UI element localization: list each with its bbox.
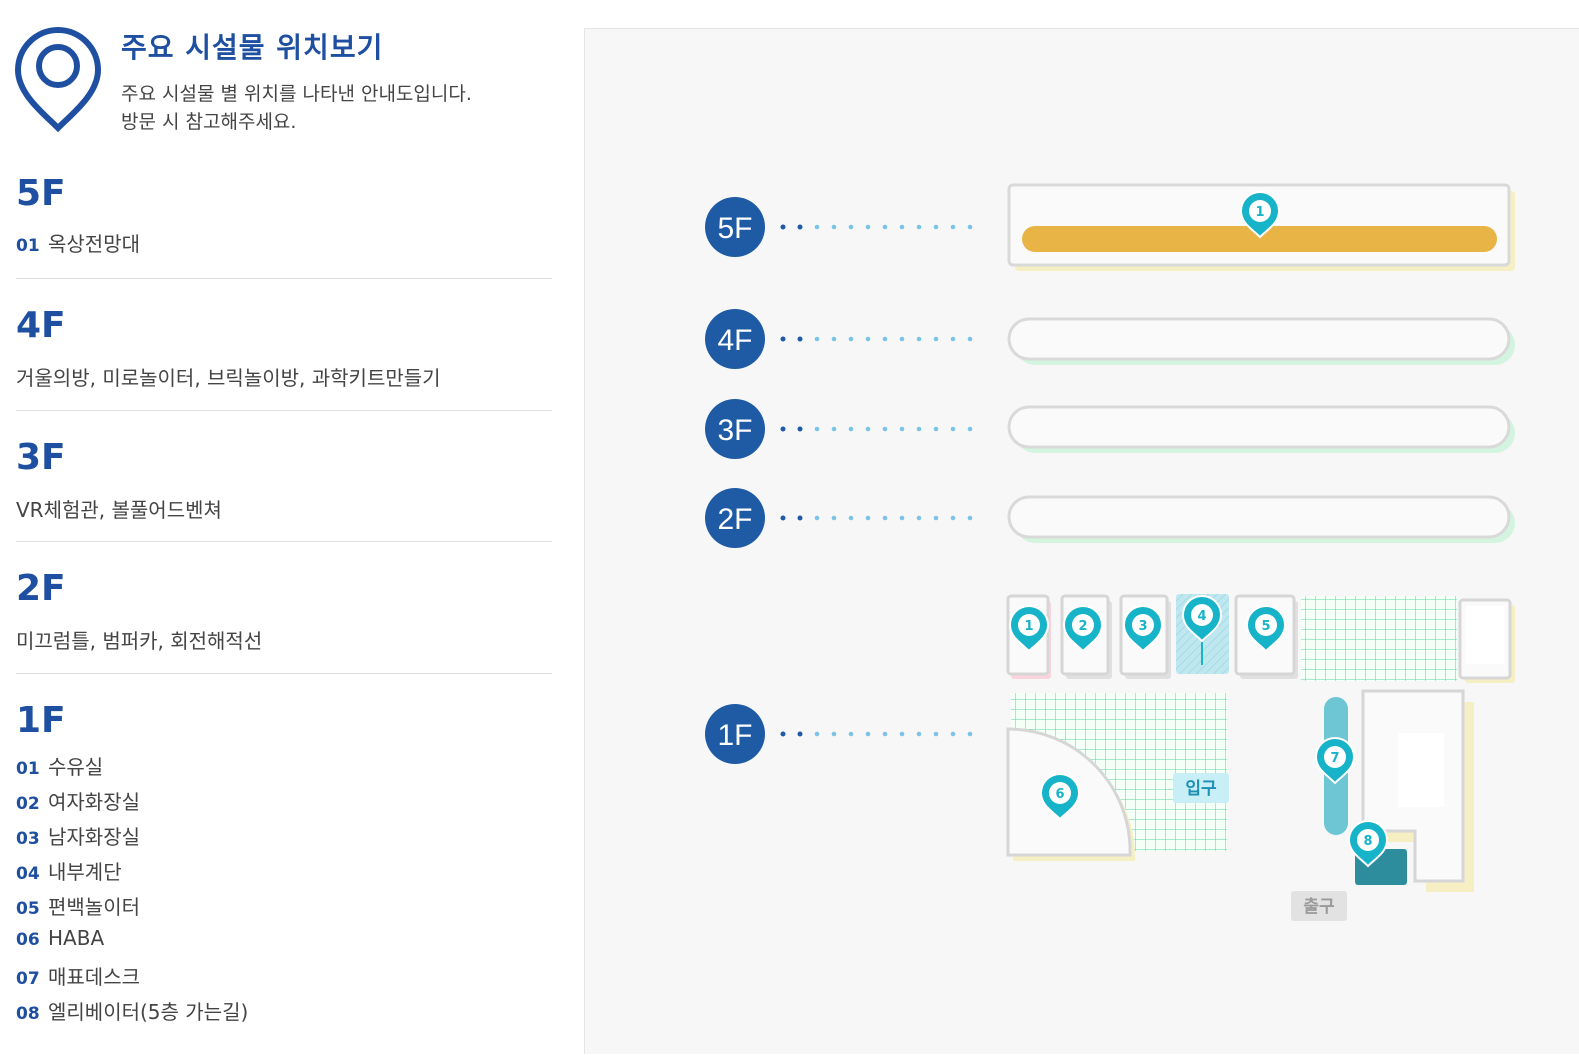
item-name: 편백놀이터 — [48, 895, 140, 919]
floor-facilities: 미끄럼틀, 범퍼카, 회전해적선 — [16, 629, 263, 653]
item-name: 옥상전망대 — [48, 232, 140, 256]
map-pin-1f-2[interactable]: 2 — [1062, 605, 1104, 653]
list-item: 05 편백놀이터 — [16, 891, 552, 926]
svg-text:4: 4 — [1197, 609, 1206, 624]
svg-text:4F: 4F — [717, 324, 752, 357]
svg-text:2: 2 — [1078, 619, 1087, 634]
svg-text:2F: 2F — [717, 503, 752, 536]
item-number: 01 — [16, 236, 40, 256]
svg-text:8: 8 — [1363, 834, 1372, 849]
floor-badge-1f: 1F — [705, 704, 765, 764]
map-pin-1f-6[interactable]: 6 — [1039, 773, 1081, 821]
exit-label: 출구 — [1303, 897, 1335, 917]
map-pin-5f-1[interactable]: 1 — [1239, 191, 1281, 239]
svg-text:1: 1 — [1255, 205, 1264, 220]
observatory-area — [1022, 226, 1497, 252]
item-number: 03 — [16, 829, 40, 849]
page-title: 주요 시설물 위치보기 — [121, 31, 384, 64]
list-item: 07 매표데스크 — [16, 961, 552, 996]
item-number: 08 — [16, 1004, 40, 1024]
item-name: 수유실 — [48, 755, 104, 779]
description-line: 주요 시설물 별 위치를 나타낸 안내도입니다. — [121, 83, 472, 105]
location-pin-icon — [14, 26, 102, 132]
list-item: 06 HABA — [16, 926, 552, 961]
item-name: 남자화장실 — [48, 825, 140, 849]
floor-plate-2f — [1007, 495, 1515, 543]
floor-badge-3f: 3F — [705, 399, 765, 459]
floor-section-5f: 5F 01 옥상전망대 — [16, 174, 552, 263]
floor-heading: 3F — [16, 437, 66, 478]
map-pin-1f-3[interactable]: 3 — [1122, 605, 1164, 653]
floor-section-4f: 4F 거울의방, 미로놀이터, 브릭놀이방, 과학키트만들기 — [16, 306, 552, 391]
svg-text:7: 7 — [1330, 751, 1339, 766]
svg-text:5F: 5F — [717, 212, 752, 245]
floor-heading: 4F — [16, 305, 66, 346]
floor-badge-5f: 5F — [705, 197, 765, 257]
entrance-label: 입구 — [1185, 779, 1217, 799]
divider — [16, 278, 552, 279]
item-name: 매표데스크 — [48, 965, 140, 989]
floor-heading: 1F — [16, 700, 66, 741]
item-number: 07 — [16, 969, 40, 989]
list-item: 03 남자화장실 — [16, 821, 552, 856]
list-item: 01 수유실 — [16, 751, 552, 786]
floor-section-3f: 3F VR체험관, 볼풀어드벤쳐 — [16, 438, 552, 523]
item-name: HABA — [48, 926, 105, 950]
svg-text:1: 1 — [1024, 619, 1033, 634]
list-item: 08 엘리베이터(5층 가는길) — [16, 996, 552, 1031]
facility-list-panel: 주요 시설물 위치보기 주요 시설물 별 위치를 나타낸 안내도입니다. 방문 … — [0, 0, 560, 1054]
floor-map: 5F 4F 3F 2F 1F — [584, 28, 1579, 1054]
divider — [16, 410, 552, 411]
map-pin-1f-4[interactable]: 4 — [1181, 595, 1223, 665]
floor-plate-4f — [1007, 317, 1515, 365]
map-pin-1f-5[interactable]: 5 — [1245, 605, 1287, 653]
map-pin-1f-7[interactable]: 7 — [1314, 737, 1356, 785]
floor-section-2f: 2F 미끄럼틀, 범퍼카, 회전해적선 — [16, 569, 552, 654]
item-name: 여자화장실 — [48, 790, 140, 814]
map-pin-1f-8[interactable]: 8 — [1347, 820, 1389, 868]
item-name: 내부계단 — [48, 860, 122, 884]
floor-badge-2f: 2F — [705, 488, 765, 548]
item-name: 엘리베이터(5층 가는길) — [48, 1000, 249, 1024]
exit-sign — [1291, 891, 1347, 921]
map-pin-1f-1[interactable]: 1 — [1008, 605, 1050, 653]
item-number: 05 — [16, 899, 40, 919]
floor-badge-4f: 4F — [705, 309, 765, 369]
floor-plate-3f — [1007, 405, 1515, 453]
item-number: 02 — [16, 794, 40, 814]
list-item: 01 옥상전망대 — [16, 228, 552, 263]
list-item: 04 내부계단 — [16, 856, 552, 891]
cypress-playground-grid — [1301, 596, 1457, 681]
svg-text:3F: 3F — [717, 414, 752, 447]
item-number: 06 — [16, 930, 40, 950]
divider — [16, 673, 552, 674]
description-line: 방문 시 참고해주세요. — [121, 111, 297, 133]
facility-list: 01 수유실 02 여자화장실 03 남자화장실 04 내부계단 05 편백놀이터 06 H… — [16, 751, 552, 1031]
floor-connector-dots — [780, 224, 973, 737]
floor-facilities: 거울의방, 미로놀이터, 브릭놀이방, 과학키트만들기 — [16, 366, 441, 390]
svg-text:3: 3 — [1138, 619, 1147, 634]
floor-heading: 2F — [16, 568, 66, 609]
floor-heading: 5F — [16, 173, 66, 214]
page-description: 주요 시설물 별 위치를 나타낸 안내도입니다. 방문 시 참고해주세요. — [121, 80, 472, 136]
floor-section-1f: 1F 01 수유실 02 여자화장실 03 남자화장실 04 내부계단 05 편백놀이터 … — [16, 701, 552, 1031]
divider — [16, 541, 552, 542]
entrance-sign — [1173, 773, 1229, 803]
floor-map-drawing: 5F 4F 3F 2F 1F — [705, 183, 1515, 921]
floor-facilities: VR체험관, 볼풀어드벤쳐 — [16, 498, 222, 522]
svg-text:5: 5 — [1261, 619, 1270, 634]
item-number: 01 — [16, 759, 40, 779]
svg-text:1F: 1F — [717, 719, 752, 752]
svg-text:6: 6 — [1055, 787, 1064, 802]
list-item: 02 여자화장실 — [16, 786, 552, 821]
item-number: 04 — [16, 864, 40, 884]
